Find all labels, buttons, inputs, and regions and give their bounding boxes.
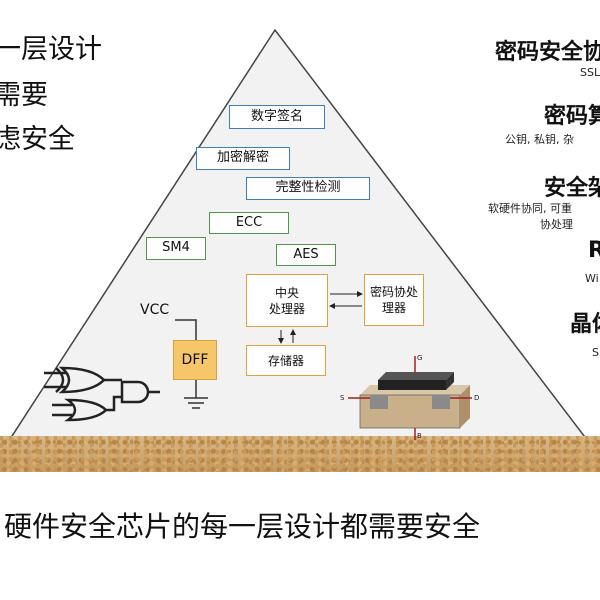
dff-block: DFF bbox=[173, 340, 217, 380]
tag-encrypt-decrypt: 加密解密 bbox=[196, 147, 290, 170]
tag-digital-signature: 数字签名 bbox=[229, 105, 325, 129]
bottom-caption: 硬件安全芯片的每一层设计都需要安全 bbox=[4, 510, 481, 543]
mos-source-label: S bbox=[340, 394, 345, 402]
right-title-algorithm: 密码算 bbox=[544, 104, 600, 129]
right-sub-transistor: S bbox=[592, 346, 599, 359]
left-heading-line-2: 需要 bbox=[0, 80, 48, 111]
mos-drain-label: D bbox=[474, 394, 480, 402]
left-heading-line-3: 虑安全 bbox=[0, 124, 75, 155]
memory-box: 存储器 bbox=[246, 345, 326, 376]
right-title-architecture: 安全架 bbox=[544, 176, 600, 201]
tag-integrity-check: 完整性检测 bbox=[246, 177, 370, 200]
mos-body-label: B bbox=[417, 432, 422, 440]
vcc-wire bbox=[175, 319, 197, 340]
right-sub-protocol: SSL bbox=[580, 66, 600, 79]
right-title-protocol: 密码安全协 bbox=[495, 40, 600, 65]
tag-aes: AES bbox=[276, 244, 336, 266]
cpu-box: 中央 处理器 bbox=[246, 274, 328, 327]
right-sub-architecture-2: 协处理 bbox=[540, 218, 573, 231]
logic-gates-icon bbox=[44, 366, 160, 422]
sand-ground bbox=[0, 436, 600, 472]
crypto-coprocessor-box: 密码协处 理器 bbox=[364, 274, 424, 326]
transistor-icon bbox=[348, 356, 472, 440]
right-sub-architecture: 软硬件协同, 可重 bbox=[488, 202, 572, 215]
tag-sm4: SM4 bbox=[146, 237, 206, 260]
right-sub-r: Wi bbox=[585, 272, 599, 285]
vcc-label: VCC bbox=[140, 302, 170, 318]
mos-gate-label: G bbox=[417, 354, 423, 362]
tag-ecc: ECC bbox=[209, 212, 289, 234]
right-title-transistor: 晶体 bbox=[570, 312, 600, 337]
right-title-r: R bbox=[588, 238, 600, 263]
right-sub-algorithm: 公钥, 私钥, 杂 bbox=[505, 133, 574, 146]
left-heading-line-1: 一层设计 bbox=[0, 34, 102, 65]
